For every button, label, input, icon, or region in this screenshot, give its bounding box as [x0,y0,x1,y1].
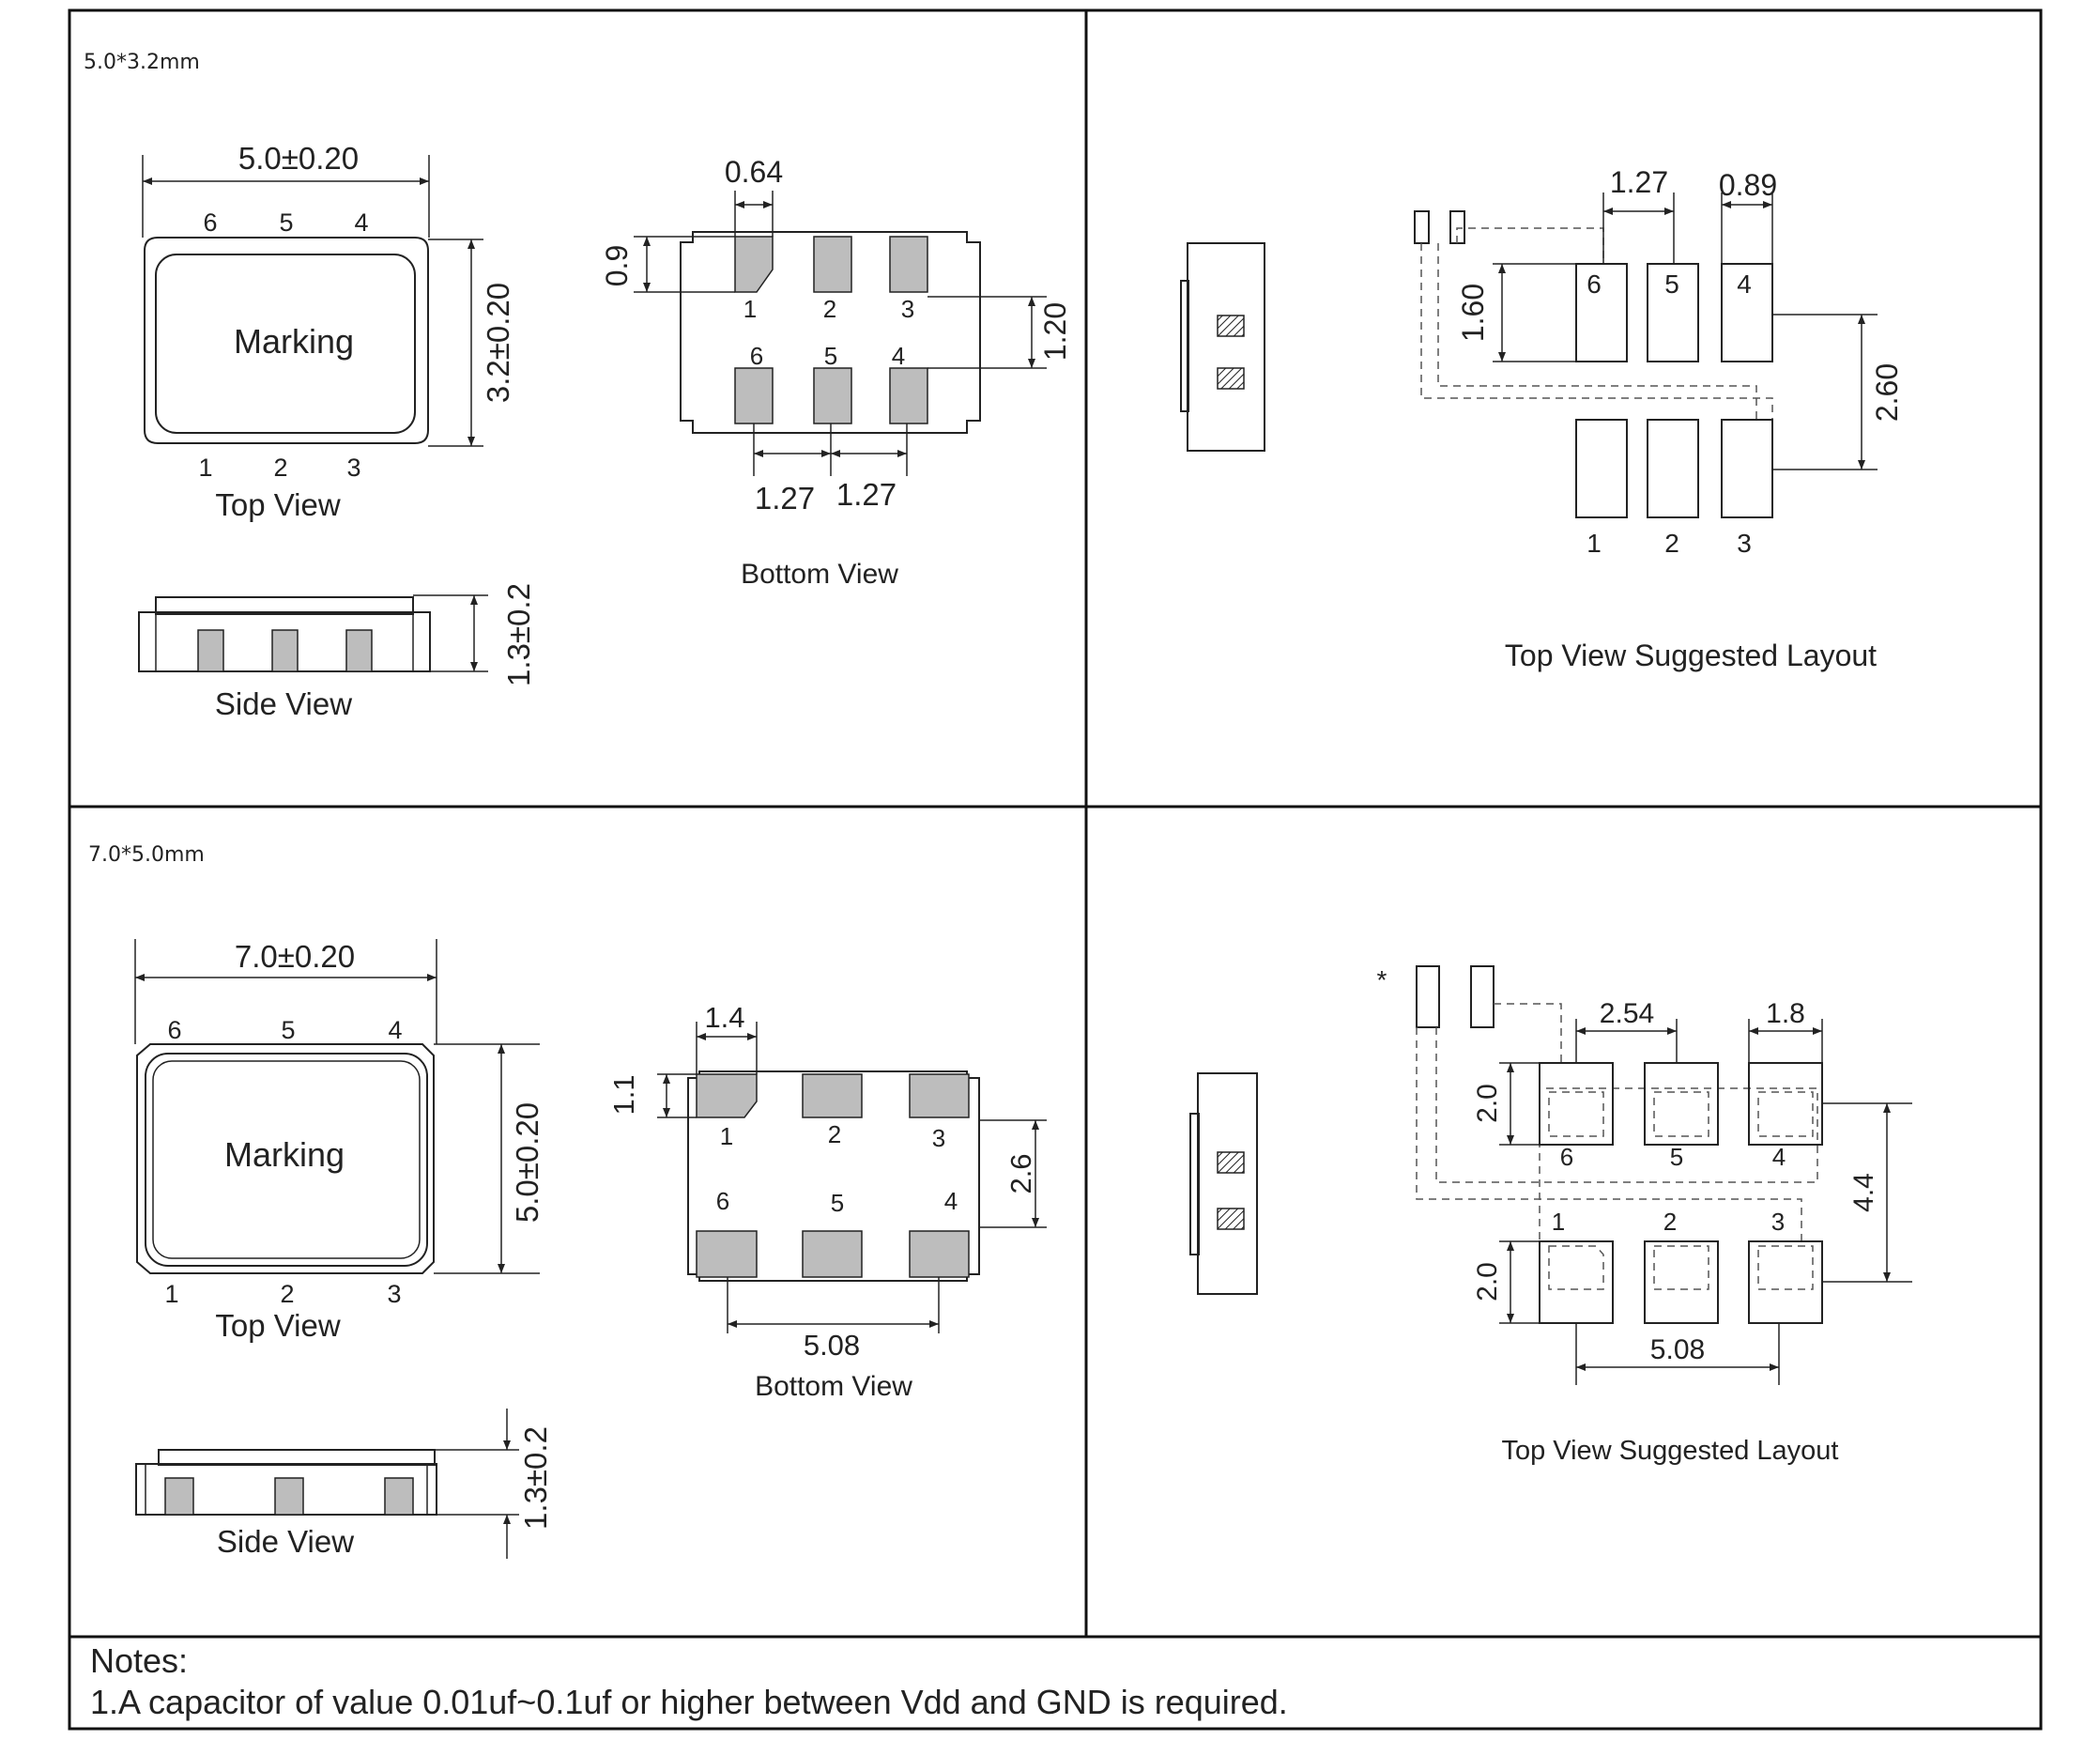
pad-width-dim-small: 0.64 [725,155,783,189]
pin-label: 1 [743,295,757,323]
pad-height-top-dim-large: 2.0 [1472,1084,1503,1123]
layout-large: * 6 5 4 1 2 3 2.54 1.8 2.0 [1377,965,1912,1466]
pitch-left-dim-small: 1.27 [755,481,815,516]
pin-label: 3 [1737,529,1752,558]
pitch-dim-layout-small: 1.27 [1610,165,1668,199]
bottom-view-large: 1.4 1.1 2.6 1 2 3 6 5 4 5.08 Bottom View [607,1001,1047,1402]
layout-small: 6 5 4 1 2 3 1.27 0.89 1.60 2.60 Top View… [1414,165,1904,672]
pin-label: 4 [354,208,368,237]
table-frame [68,8,2043,1731]
pin-label: 5 [831,1189,844,1217]
pin-label: 5 [1670,1143,1683,1171]
pin-label: 4 [388,1016,402,1044]
row-gap-dim-small: 1.20 [1038,302,1072,361]
pitch-dim-layout-large: 2.54 [1600,998,1654,1029]
pin-label: 1 [720,1122,733,1150]
notes-title: Notes: [90,1641,188,1680]
caption-side-view-large: Side View [217,1524,354,1559]
caption-bottom-view-small: Bottom View [741,559,898,590]
side-height-dim-small: 1.3±0.2 [501,583,536,686]
side-view-small: 1.3±0.2 Side View [138,583,536,721]
notes-line-1: 1.A capacitor of value 0.01uf~0.1uf or h… [90,1683,1288,1721]
pad-width-dim-layout-large: 1.8 [1766,998,1805,1029]
caption-layout-large: Top View Suggested Layout [1501,1436,1838,1466]
pin-label: 6 [750,342,763,370]
asterisk-mark: * [1377,965,1387,994]
height-dim-small: 3.2±0.20 [481,283,515,403]
side-height-dim-large: 1.3±0.2 [518,1426,553,1530]
pin-label: 4 [1772,1143,1786,1171]
pin-label: 4 [1737,269,1752,299]
pad-height-dim-large: 1.1 [607,1074,640,1115]
size-label-small: 5.0*3.2mm [84,51,200,74]
pad-height-dim-layout-small: 1.60 [1456,284,1490,342]
caption-layout-small: Top View Suggested Layout [1505,639,1877,672]
pin-label: 6 [1560,1143,1573,1171]
span-dim-layout-large: 5.08 [1650,1334,1705,1365]
pin-label: 1 [198,454,212,482]
pin-label: 3 [901,295,914,323]
pin-label: 6 [716,1187,729,1215]
row-dim-layout-small: 2.60 [1870,363,1904,422]
width-dim-small: 5.0±0.20 [238,141,359,176]
pin-label: 6 [203,208,217,237]
caption-bottom-view-large: Bottom View [755,1371,912,1402]
caption-side-view-small: Side View [215,686,352,721]
edge-view-large [1189,1072,1258,1295]
notes: Notes: 1.A capacitor of value 0.01uf~0.1… [90,1641,1288,1721]
pin-label: 3 [387,1280,401,1308]
width-dim-large: 7.0±0.20 [235,939,355,974]
pad-height-dim-small: 0.9 [600,245,634,286]
pin-label: 2 [280,1280,294,1308]
pin-label: 3 [346,454,360,482]
marking-large: Marking [224,1135,345,1174]
pin-label: 5 [281,1016,295,1044]
pin-label: 2 [1664,529,1679,558]
caption-top-view-large: Top View [215,1308,340,1343]
pad-width-dim-large: 1.4 [704,1001,744,1034]
size-label-large: 7.0*5.0mm [88,843,205,867]
pin-label: 2 [1663,1208,1677,1236]
pitch-right-dim-small: 1.27 [836,477,897,512]
row-dim-layout-large: 4.4 [1848,1173,1879,1212]
bottom-view-small: 0.64 0.9 1.20 1 2 3 6 5 4 1.27 1.27 Bott… [600,155,1072,590]
pad-height-bottom-dim-large: 2.0 [1472,1262,1503,1301]
edge-view-small [1180,242,1265,452]
span-dim-large: 5.08 [804,1329,860,1362]
pin-label: 4 [892,342,905,370]
pin-label: 3 [932,1124,945,1152]
pin-label: 2 [273,454,287,482]
top-view-large: 7.0±0.20 Marking 6 5 4 1 2 3 5.0±0.20 To… [134,939,544,1343]
marking-small: Marking [234,322,354,361]
pin-label: 3 [1771,1208,1785,1236]
top-view-small: 5.0±0.20 Marking 6 5 4 1 2 3 3.2±0.20 To… [142,141,515,522]
pin-label: 1 [1586,529,1602,558]
height-dim-large: 5.0±0.20 [510,1102,544,1223]
pin-label: 1 [164,1280,178,1308]
row-gap-dim-large: 2.6 [1004,1153,1037,1193]
side-view-large: 1.3±0.2 Side View [135,1409,553,1559]
pin-label: 2 [828,1120,841,1148]
pin-label: 5 [824,342,837,370]
pin-label: 4 [944,1187,958,1215]
pin-label: 6 [1586,269,1602,299]
pin-label: 5 [279,208,293,237]
pin-label: 1 [1552,1208,1565,1236]
pin-label: 5 [1664,269,1679,299]
pin-label: 6 [167,1016,181,1044]
caption-top-view-small: Top View [215,487,340,522]
pad-width-dim-layout-small: 0.89 [1719,168,1777,202]
pin-label: 2 [823,295,836,323]
